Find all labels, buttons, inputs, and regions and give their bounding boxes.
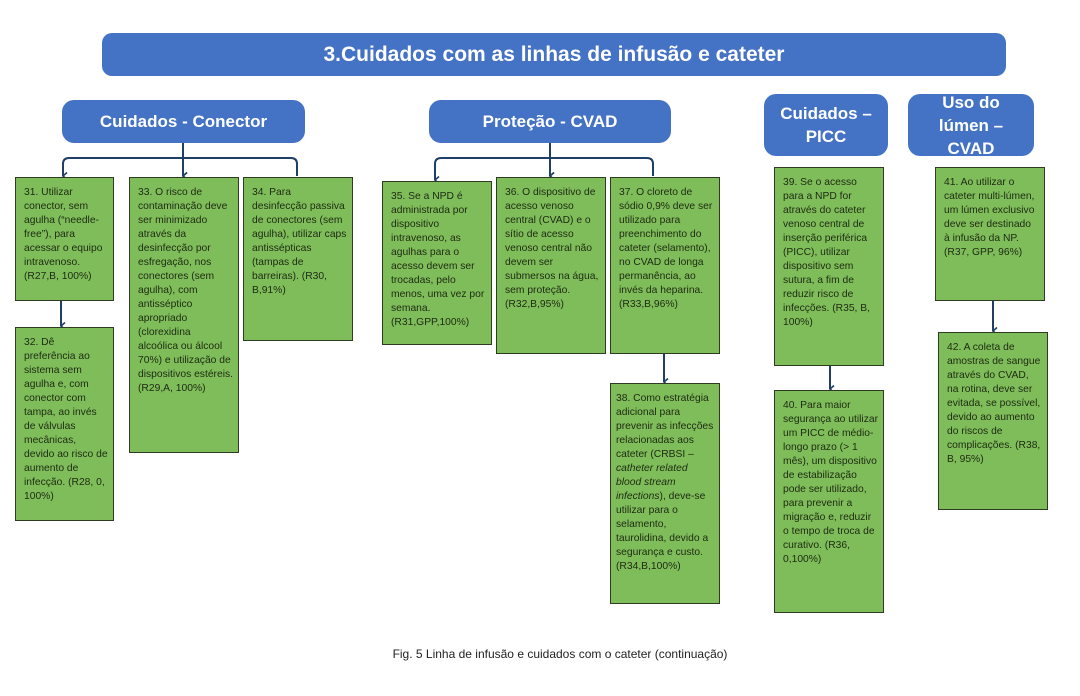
connector-cvad <box>434 143 654 180</box>
box-38-italic: catheter related blood stream infections <box>616 463 688 502</box>
box-38: 38. Como estratégia adicional para preve… <box>610 383 720 604</box>
box-36: 36. O dispositivo de acesso venoso centr… <box>496 177 606 354</box>
diagram-title: 3.Cuidados com as linhas de infusão e ca… <box>102 33 1006 76</box>
box-32: 32. Dê preferência ao sistema sem agulha… <box>15 327 114 521</box>
header-uso-lumen-cvad: Uso do lúmen – CVAD <box>908 93 1034 158</box>
box-33: 33. O risco de contaminação deve ser min… <box>129 177 239 453</box>
box-39: 39. Se o acesso para a NPD for através d… <box>774 167 884 366</box>
box-35: 35. Se a NPD é administrada por disposit… <box>382 181 492 345</box>
box-38-text: 38. Como estratégia adicional para preve… <box>616 393 714 460</box>
connector-conector <box>62 143 298 176</box>
header-protecao-cvad: Proteção - CVAD <box>429 100 671 143</box>
box-42: 42. A coleta de amostras de sangue atrav… <box>938 332 1048 510</box>
box-38-text-end: ), deve-se utilizar para o selamento, ta… <box>616 491 709 572</box>
box-41: 41. Ao utilizar o cateter multi-lúmen, u… <box>935 167 1045 301</box>
box-34: 34. Para desinfecção passiva de conector… <box>243 177 353 341</box>
figure-caption: Fig. 5 Linha de infusão e cuidados com o… <box>392 647 728 661</box>
box-31: 31. Utilizar conector, sem agulha (“need… <box>15 177 114 301</box>
box-40: 40. Para maior segurança ao utilizar um … <box>774 390 884 613</box>
box-37: 37. O cloreto de sódio 0,9% deve ser uti… <box>610 177 720 354</box>
header-cuidados-picc: Cuidados – PICC <box>764 94 888 156</box>
header-cuidados-conector: Cuidados - Conector <box>62 100 305 143</box>
